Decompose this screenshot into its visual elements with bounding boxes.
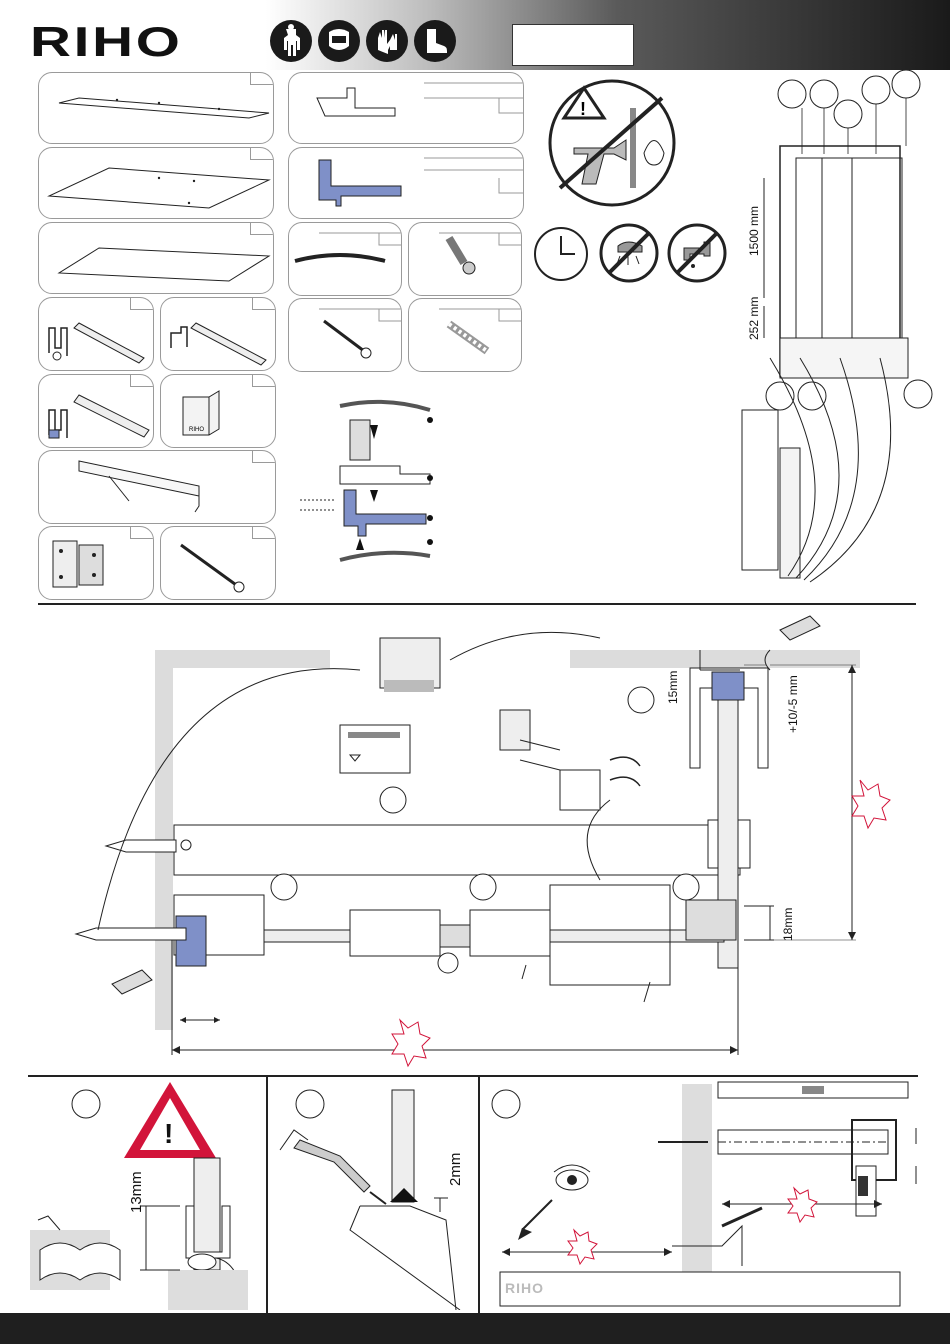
safety-boots-icon — [414, 20, 456, 62]
part-card-blue-profile — [288, 147, 524, 219]
gap-2mm-label: 2mm — [447, 1153, 464, 1186]
section-divider — [38, 603, 916, 605]
svg-text:!: ! — [164, 1118, 173, 1149]
part-card-bottom-profile — [38, 374, 154, 448]
part-card-hinge — [38, 526, 154, 600]
stabilizer-logo: RIHO — [505, 1280, 544, 1296]
stabilizer-cut-panel — [482, 1080, 918, 1310]
part-card-glass-panel-2 — [38, 147, 274, 219]
shower-overview-drawing — [740, 68, 950, 608]
drill-fire-warning-icon: ! — [544, 78, 680, 208]
part-card-wall-profile-1 — [38, 297, 154, 371]
gloves-icon — [366, 20, 408, 62]
part-card-wall-bracket: RIHO — [160, 374, 276, 448]
part-card-sweep-seal — [288, 222, 402, 296]
brand-logo: RIHO — [30, 18, 183, 66]
height-1500-label: 1500 mm — [747, 206, 761, 256]
svg-text:!: ! — [580, 99, 586, 119]
bottom-section-divider — [28, 1075, 918, 1077]
adjust-range-label: +10/-5 mm — [786, 675, 800, 733]
part-card-top-seal-profile — [288, 72, 524, 144]
installation-plan-drawing — [0, 610, 950, 1080]
part-card-stabilizer-bar — [38, 450, 276, 524]
overalls-icon — [270, 20, 312, 62]
face-shield-icon — [318, 20, 360, 62]
part-card-long-screw — [160, 526, 276, 600]
clock-icon — [532, 225, 590, 283]
panel-divider-1 — [266, 1077, 268, 1313]
gap-13mm-label: 13mm — [128, 1171, 145, 1213]
silicone-panel — [270, 1080, 476, 1310]
panel-divider-2 — [478, 1077, 480, 1313]
part-card-glass-panel-3 — [38, 222, 274, 294]
part-card-glass-panel-1 — [38, 72, 274, 144]
product-code-box — [512, 24, 634, 66]
gap-18mm-label: 18mm — [781, 908, 795, 941]
no-shower-icon — [598, 222, 660, 284]
gap-15mm-label: 15mm — [666, 671, 680, 704]
height-252-label: 252 mm — [747, 297, 761, 340]
svg-text:RIHO: RIHO — [189, 427, 204, 433]
seal-height-panel: ! — [30, 1080, 264, 1310]
part-card-wood-screw — [288, 298, 402, 372]
no-water-tap-icon — [666, 222, 728, 284]
part-card-wall-plug — [408, 298, 522, 372]
part-card-wall-profile-2 — [160, 297, 276, 371]
part-card-bolt — [408, 222, 522, 296]
footer-bar — [0, 1313, 950, 1344]
profile-assembly-diagram — [300, 390, 450, 570]
